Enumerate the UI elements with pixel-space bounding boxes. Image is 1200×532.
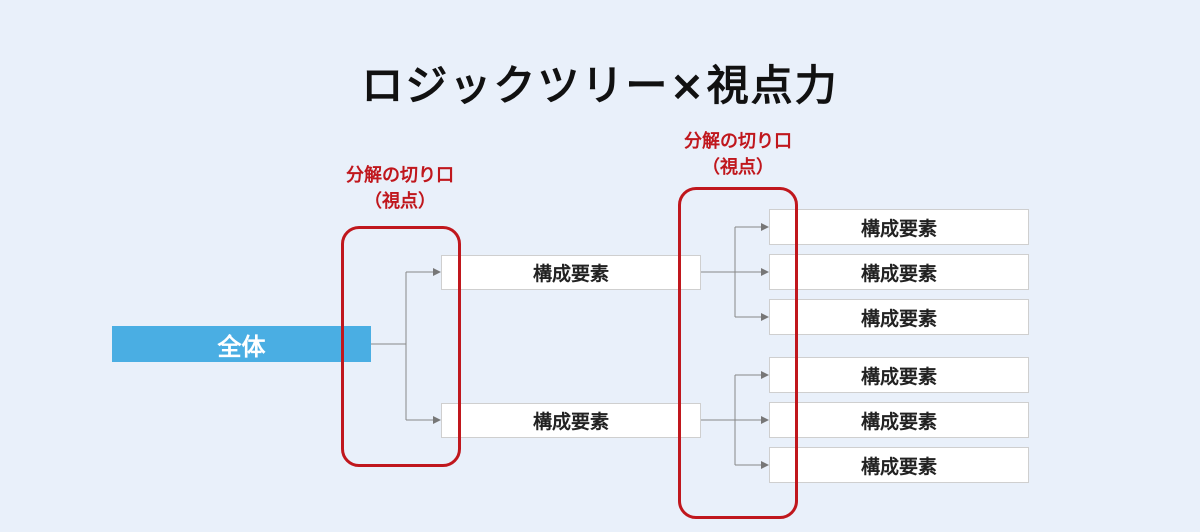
viewpoint-label-right: 分解の切り口 （視点） [658, 129, 818, 181]
level2-node: 構成要素 [769, 254, 1029, 290]
viewpoint-label-line2: （視点） [364, 191, 436, 212]
level2-node: 構成要素 [769, 209, 1029, 245]
level1-node: 構成要素 [441, 403, 701, 438]
level2-node: 構成要素 [769, 402, 1029, 438]
viewpoint-frame-right [678, 187, 798, 519]
viewpoint-label-line1: 分解の切り口 [346, 165, 454, 186]
level1-node: 構成要素 [441, 255, 701, 290]
diagram-title: ロジックツリー×視点力 [361, 61, 839, 110]
viewpoint-label-line2: （視点） [702, 157, 774, 178]
root-node: 全体 [112, 326, 371, 362]
level2-node: 構成要素 [769, 299, 1029, 335]
level2-node: 構成要素 [769, 357, 1029, 393]
viewpoint-frame-left [341, 226, 461, 467]
viewpoint-label-line1: 分解の切り口 [684, 131, 792, 152]
level2-node: 構成要素 [769, 447, 1029, 483]
viewpoint-label-left: 分解の切り口 （視点） [320, 163, 480, 215]
